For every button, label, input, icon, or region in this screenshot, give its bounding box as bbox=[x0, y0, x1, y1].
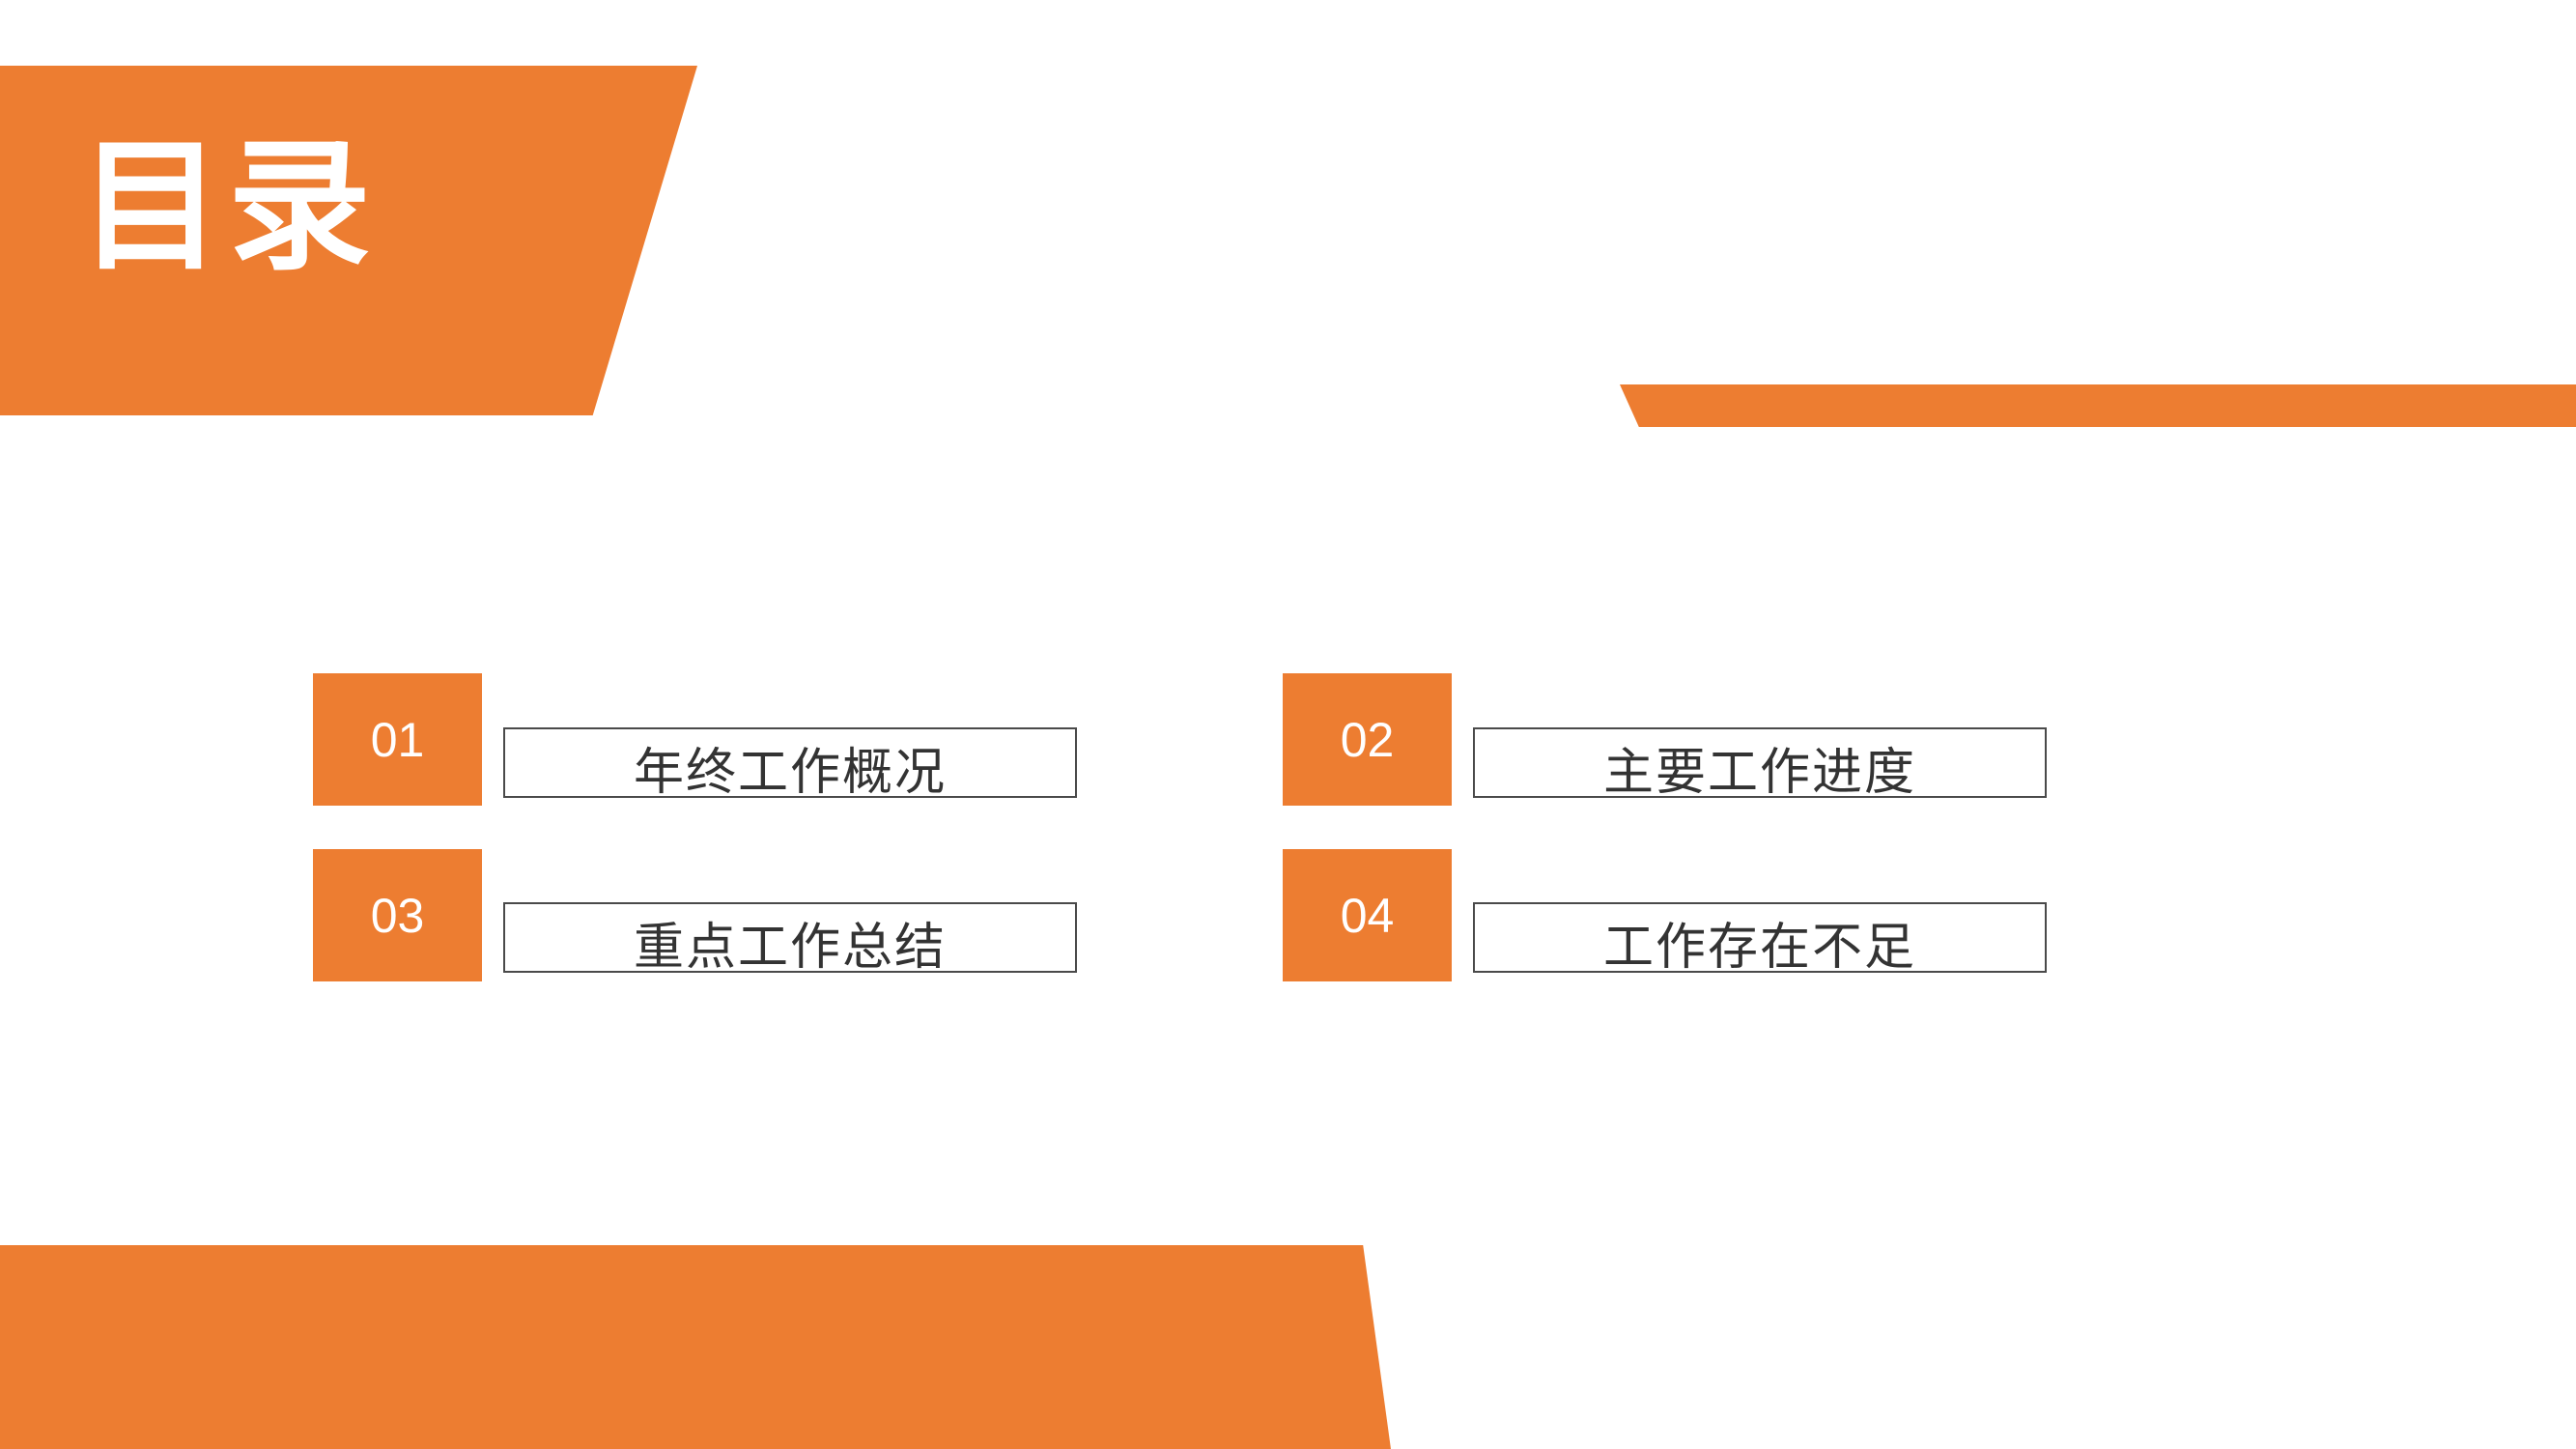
toc-item-3-number: 03 bbox=[313, 849, 482, 981]
toc-item-2-number: 02 bbox=[1283, 673, 1452, 806]
toc-item-1-label[interactable]: 年终工作概况 bbox=[503, 727, 1077, 802]
toc-item-4-number: 04 bbox=[1283, 849, 1452, 981]
page-title: 目录 bbox=[79, 124, 377, 290]
toc-item-4-label[interactable]: 工作存在不足 bbox=[1473, 902, 2047, 977]
footer-banner bbox=[0, 1245, 1391, 1449]
title-banner bbox=[0, 66, 697, 415]
toc-item-1-number: 01 bbox=[313, 673, 482, 806]
toc-item-3-label[interactable]: 重点工作总结 bbox=[503, 902, 1077, 977]
toc-item-2-label[interactable]: 主要工作进度 bbox=[1473, 727, 2047, 802]
decorative-stripe bbox=[1620, 384, 2576, 427]
